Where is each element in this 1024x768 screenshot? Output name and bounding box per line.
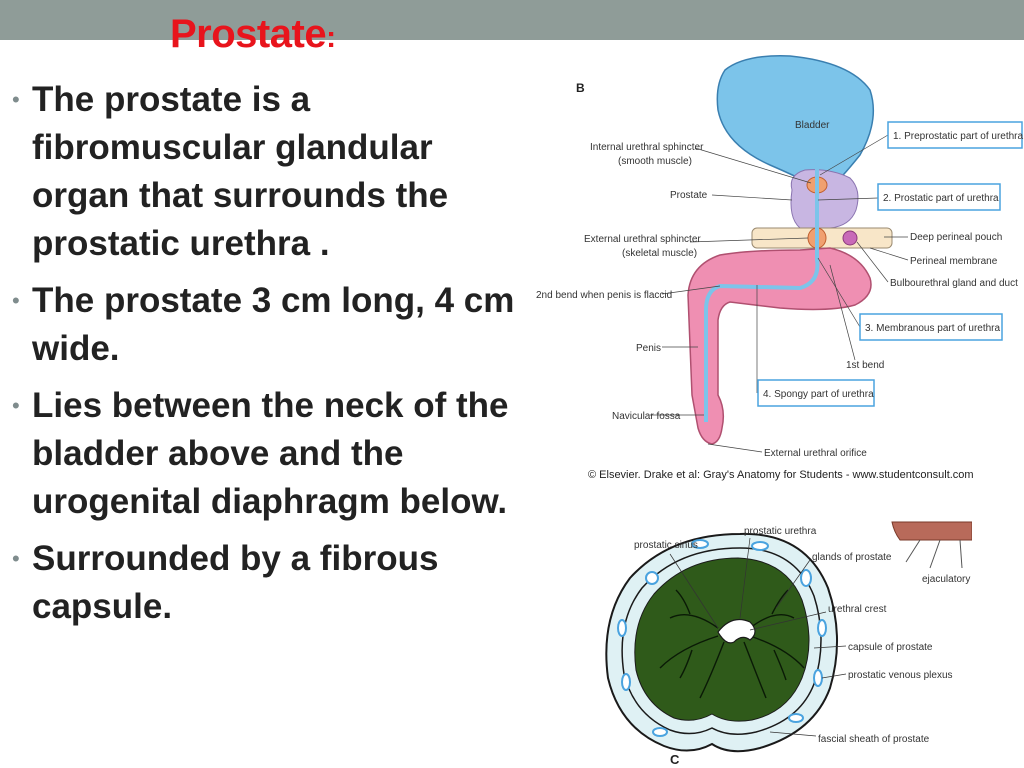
bullet-dot-icon: • <box>12 87 20 112</box>
deep-perineal-pouch-label: Deep perineal pouch <box>910 232 1002 243</box>
bullet-dot-icon: • <box>12 393 20 418</box>
label-box-2-text: 2. Prostatic part of urethra <box>883 193 999 204</box>
bullet-dot-icon: • <box>12 288 20 313</box>
navicular-fossa-label: Navicular fossa <box>612 411 681 422</box>
venous-plexus-label: prostatic venous plexus <box>848 670 953 681</box>
prostate-cross-section: prostatic sinus prostatic urethra glands… <box>605 521 972 767</box>
penis-shape <box>687 247 872 445</box>
bullet-item: • The prostate 3 cm long, 4 cm wide. <box>12 277 532 373</box>
panel-letter-b: B <box>576 81 585 95</box>
bullet-text: The prostate 3 cm long, 4 cm wide. <box>32 281 515 368</box>
perineal-membrane-label: Perineal membrane <box>910 256 998 267</box>
ejaculatory-duct-lines <box>905 539 963 569</box>
internal-sphincter-sub-label: (smooth muscle) <box>618 156 692 167</box>
prostate-label: Prostate <box>670 190 708 201</box>
bullet-list: • The prostate is a fibromuscular glandul… <box>12 76 532 640</box>
second-bend-label: 2nd bend when penis is flaccid <box>536 290 672 301</box>
slide-title: Prostate: <box>170 8 336 64</box>
capsule-shape <box>621 547 822 735</box>
bullet-text: The prostate is a fibromuscular glandula… <box>32 80 449 263</box>
ejaculatory-duct-tissue <box>891 521 972 541</box>
urethra-channel <box>704 160 820 422</box>
label-box-4-text: 4. Spongy part of urethra <box>763 389 874 400</box>
bulbourethral-label: Bulbourethral gland and duct <box>890 278 1018 289</box>
ejaculatory-label: ejaculatory <box>922 574 970 585</box>
bullet-item: • Lies between the neck of the bladder ab… <box>12 382 532 526</box>
label-box-1-text: 1. Preprostatic part of urethra <box>893 131 1024 142</box>
prostatic-urethra-label: prostatic urethra <box>744 526 817 537</box>
external-orifice-label: External urethral orifice <box>764 448 867 459</box>
capsule-label: capsule of prostate <box>848 642 933 653</box>
label-box-3: 3. Membranous part of urethra <box>859 313 1003 341</box>
bullet-item: • Surrounded by a fibrous capsule. <box>12 535 532 631</box>
gland-ducts <box>659 589 805 699</box>
prostatic-urethra-opening <box>717 619 756 644</box>
label-box-1: 1. Preprostatic part of urethra <box>887 121 1024 149</box>
first-bend-label: 1st bend <box>846 360 884 371</box>
label-box-2: 2. Prostatic part of urethra <box>877 183 1001 211</box>
bullet-text: Surrounded by a fibrous capsule. <box>32 539 439 626</box>
bullet-dot-icon: • <box>12 546 20 571</box>
top-banner <box>0 0 1024 40</box>
label-box-4: 4. Spongy part of urethra <box>757 379 875 407</box>
fascial-sheath-label: fascial sheath of prostate <box>818 734 930 745</box>
bladder-label: Bladder <box>795 120 830 131</box>
penis-label: Penis <box>636 343 661 354</box>
slide-title-text: Prostate <box>170 12 327 56</box>
label-box-3-text: 3. Membranous part of urethra <box>865 323 1001 334</box>
external-sphincter-sub-label: (skeletal muscle) <box>622 248 697 259</box>
internal-sphincter-label: Internal urethral sphincter <box>590 142 704 153</box>
panel-letter-c: C <box>670 752 680 767</box>
venous-plexus-ovals <box>617 539 827 737</box>
slide-title-colon: : <box>326 21 336 54</box>
external-sphincter-label: External urethral sphincter <box>584 234 701 245</box>
bullet-item: • The prostate is a fibromuscular glandul… <box>12 76 532 268</box>
prostatic-sinus-label: prostatic sinus <box>634 540 698 551</box>
urethra-diagram: B Bladder Internal urethral sphincter (s… <box>536 55 1024 481</box>
glands-of-prostate-label: glands of prostate <box>812 552 892 563</box>
bullet-text: Lies between the neck of the bladder abo… <box>32 386 509 521</box>
bulbourethral-gland-shape <box>842 230 858 246</box>
figure-credit: © Elsevier. Drake et al: Gray's Anatomy … <box>588 469 974 481</box>
urethral-crest-label: urethral crest <box>828 604 887 615</box>
